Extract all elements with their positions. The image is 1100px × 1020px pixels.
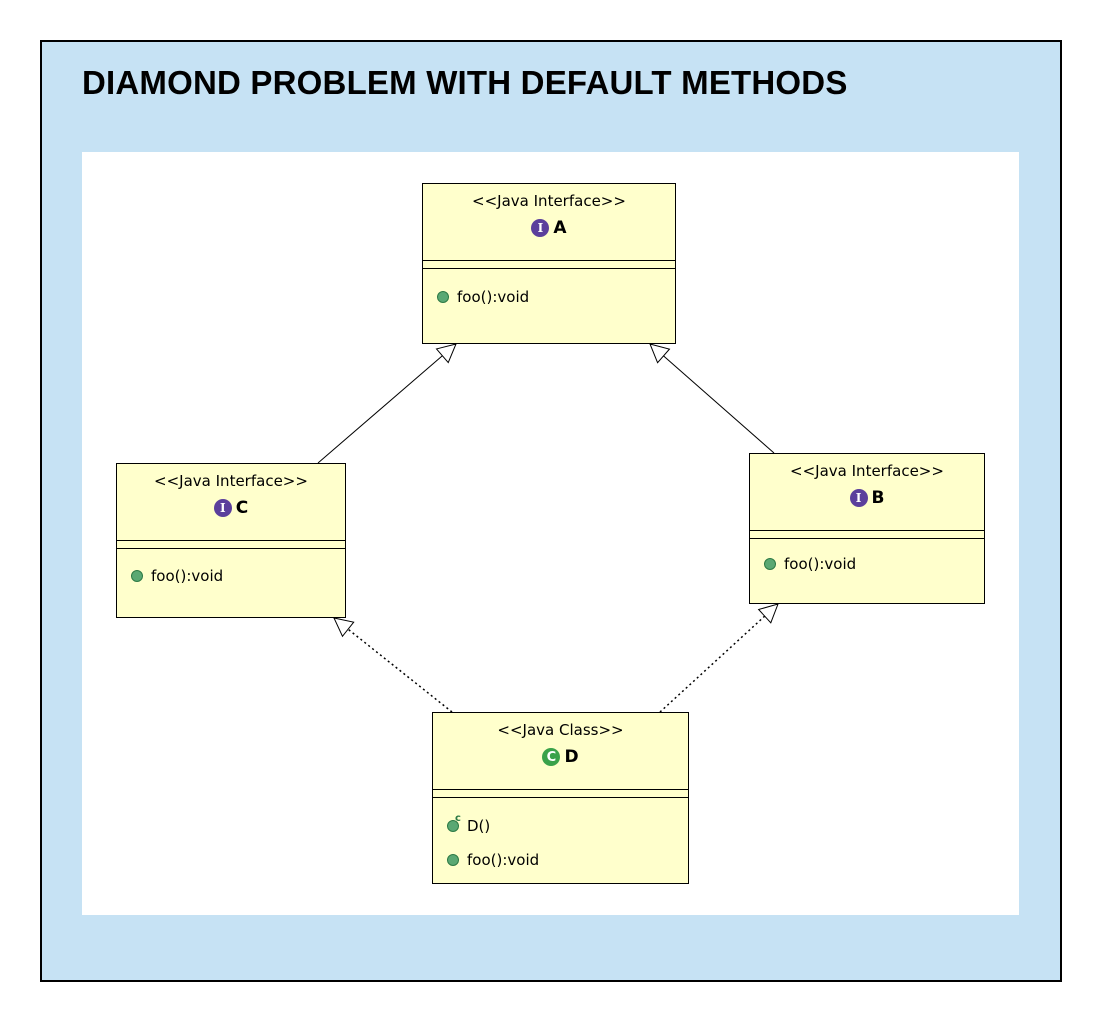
node-d-name: D (564, 747, 579, 767)
interface-icon: I (213, 499, 232, 517)
node-a-separator (423, 260, 675, 261)
node-d-method[interactable]: foo():void (447, 851, 539, 869)
diagram-title: DIAMOND PROBLEM WITH DEFAULT METHODS (82, 64, 848, 101)
node-b-name: B (871, 488, 885, 508)
class-icon: C (542, 748, 561, 766)
node-a-stereotype: <<Java Interface>> (472, 192, 626, 210)
public-method-icon (447, 854, 459, 866)
edge-d-implements-b (659, 604, 778, 713)
constructor-icon: c (447, 813, 461, 832)
public-method-icon (437, 291, 449, 303)
node-c-stereotype: <<Java Interface>> (154, 472, 308, 490)
node-b-separator (750, 538, 984, 539)
public-method-icon (764, 558, 776, 570)
node-d-separator (433, 789, 688, 790)
node-c-name-row: I C (117, 498, 345, 518)
public-method-icon (131, 570, 143, 582)
node-b-stereotype: <<Java Interface>> (790, 462, 944, 480)
interface-icon: I (849, 489, 868, 507)
edge-b-extends-a (650, 344, 775, 454)
node-a-name: A (553, 218, 567, 238)
node-interface-a[interactable]: <<Java Interface>> I A foo():void (422, 183, 676, 344)
node-interface-c[interactable]: <<Java Interface>> I C foo():void (116, 463, 346, 618)
node-class-d[interactable]: <<Java Class>> C D c D() foo():void (432, 712, 689, 884)
method-signature: D() (467, 817, 491, 835)
node-c-separator (117, 540, 345, 541)
method-signature: foo():void (784, 555, 857, 573)
node-c-name: C (235, 498, 249, 518)
node-d-stereotype: <<Java Class>> (497, 721, 624, 739)
method-signature: foo():void (457, 288, 530, 306)
node-b-name-row: I B (750, 488, 984, 508)
method-signature: foo():void (151, 567, 224, 585)
node-a-method[interactable]: foo():void (437, 288, 529, 306)
interface-icon: I (531, 219, 550, 237)
edge-d-implements-c (334, 618, 453, 713)
node-d-constructor[interactable]: c D() (447, 813, 491, 835)
node-a-name-row: I A (423, 218, 675, 238)
node-a-separator (423, 268, 675, 269)
node-b-method[interactable]: foo():void (764, 555, 856, 573)
edge-c-extends-a (317, 344, 456, 464)
node-d-separator (433, 797, 688, 798)
node-c-method[interactable]: foo():void (131, 567, 223, 585)
node-d-name-row: C D (433, 747, 688, 767)
constructor-marker: c (455, 813, 461, 824)
node-c-separator (117, 548, 345, 549)
node-b-separator (750, 530, 984, 531)
node-interface-b[interactable]: <<Java Interface>> I B foo():void (749, 453, 985, 604)
method-signature: foo():void (467, 851, 540, 869)
